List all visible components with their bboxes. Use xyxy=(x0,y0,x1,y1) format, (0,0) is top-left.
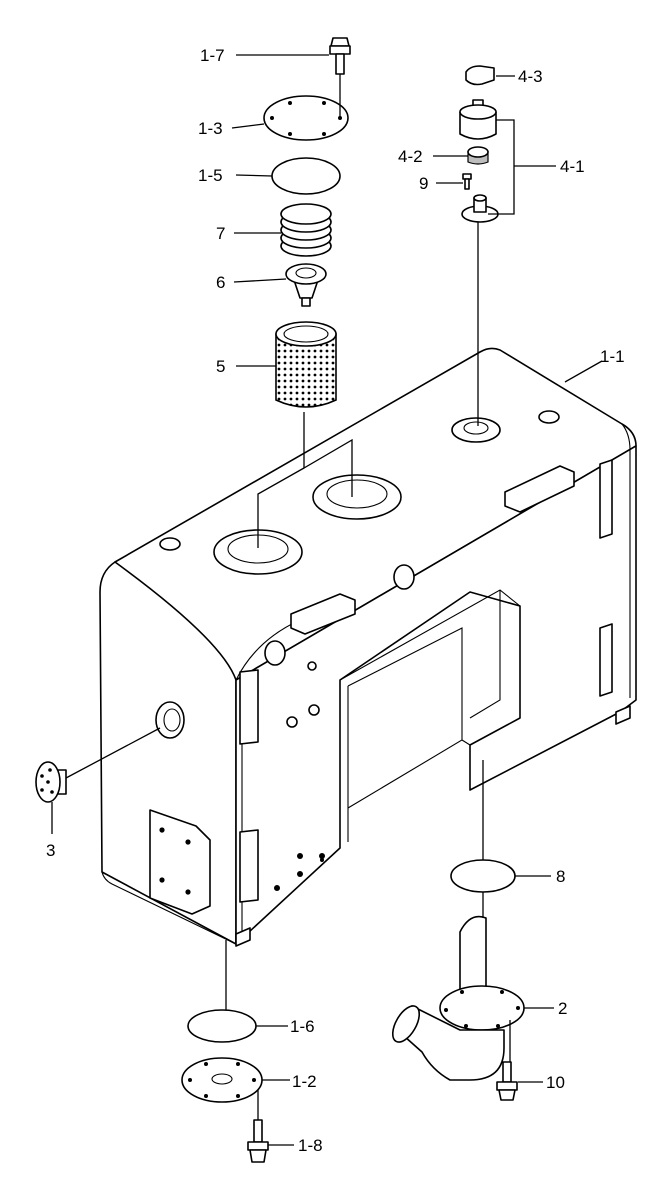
label-1-3: 1-3 xyxy=(198,119,223,138)
part-6-valve xyxy=(285,263,327,307)
part-1-2-cover xyxy=(181,1057,263,1103)
label-3: 3 xyxy=(46,841,55,860)
label-1-7: 1-7 xyxy=(200,46,225,65)
callout-labels: 1-7 1-3 1-5 7 6 5 4-3 4-2 9 4-1 1-1 3 8 … xyxy=(46,46,625,1155)
label-6: 6 xyxy=(216,273,225,292)
label-1-8: 1-8 xyxy=(298,1136,323,1155)
label-1-2: 1-2 xyxy=(292,1072,317,1091)
label-1-6: 1-6 xyxy=(290,1017,315,1036)
part-5-strainer xyxy=(275,321,337,408)
tank-body xyxy=(99,347,637,947)
label-9: 9 xyxy=(419,174,428,193)
label-1-1: 1-1 xyxy=(600,347,625,366)
label-7: 7 xyxy=(216,224,225,243)
part-4-2-element xyxy=(467,146,489,165)
part-1-5-o-ring xyxy=(271,157,341,195)
part-9-screw xyxy=(462,173,472,190)
label-4-1: 4-1 xyxy=(560,157,585,176)
part-4-1-upper-body xyxy=(459,99,497,140)
part-1-6-gasket xyxy=(187,1009,257,1043)
label-2: 2 xyxy=(558,999,567,1018)
label-10: 10 xyxy=(546,1073,565,1092)
part-4-1-base xyxy=(461,194,499,223)
part-1-7-bolt xyxy=(329,37,351,75)
label-5: 5 xyxy=(216,357,225,376)
label-8: 8 xyxy=(556,867,565,886)
label-4-2: 4-2 xyxy=(398,147,423,166)
part-3-plug xyxy=(35,761,67,803)
part-4-3-cap xyxy=(465,65,495,86)
leader-lines xyxy=(51,54,603,1146)
part-7-spring xyxy=(280,203,332,257)
part-1-3-cover xyxy=(263,95,349,141)
part-1-8-bolt xyxy=(247,1119,269,1163)
label-4-3: 4-3 xyxy=(518,67,543,86)
part-10-bolt xyxy=(496,1061,518,1101)
part-8-gasket xyxy=(450,859,516,893)
part-2-suction-pipe xyxy=(391,915,525,1081)
label-1-5: 1-5 xyxy=(198,166,223,185)
